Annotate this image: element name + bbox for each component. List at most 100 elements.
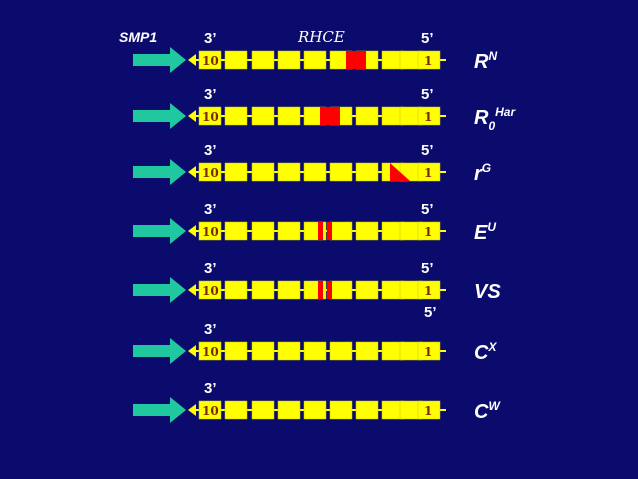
exon-box (224, 221, 248, 241)
mutation-highlight (390, 163, 410, 181)
exon-box (251, 50, 275, 70)
exon-box (303, 50, 327, 70)
exon-box (417, 400, 441, 420)
exon-10-label: 10 (202, 166, 219, 180)
promoter-arrow (133, 47, 186, 73)
exon-box (277, 400, 301, 420)
exon-box (224, 50, 248, 70)
end-5-label: 5’ (421, 86, 434, 103)
exon-1-label: 1 (424, 284, 432, 298)
mutation-highlight (346, 51, 366, 69)
mutation-stripe (327, 222, 332, 240)
direction-triangle-icon (188, 345, 196, 357)
exon-box (355, 280, 379, 300)
exon-box (355, 400, 379, 420)
direction-triangle-icon (188, 54, 196, 66)
exon-box (251, 221, 275, 241)
exon-10-label: 10 (202, 404, 219, 418)
exon-box (303, 400, 327, 420)
allele-name: VS (474, 281, 501, 303)
exon-1-label: 1 (424, 404, 432, 418)
mutation-stripe (327, 281, 332, 299)
end-3-label: 3’ (204, 380, 217, 397)
allele-row: 10 1 3’ CX (133, 321, 497, 364)
exon-box (224, 341, 248, 361)
exon-box (417, 162, 441, 182)
allele-row: 10 1 3’ 5’ RN (133, 30, 497, 73)
allele-name: CX (474, 340, 497, 364)
smp1-label: SMP1 (119, 29, 157, 45)
exon-box (251, 400, 275, 420)
promoter-arrow (133, 218, 186, 244)
exon-box (224, 400, 248, 420)
exon-box (329, 400, 353, 420)
mutation-stripe (318, 281, 323, 299)
allele-row: 10 1 3’ 5’ EU (133, 201, 496, 244)
exon-box (224, 162, 248, 182)
allele-name: EU (474, 220, 496, 244)
allele-name: rG (474, 161, 491, 185)
exon-box (277, 162, 301, 182)
exon-box (277, 280, 301, 300)
allele-name: RN (474, 49, 497, 73)
exon-box (355, 106, 379, 126)
promoter-arrow (133, 397, 186, 423)
promoter-arrow (133, 338, 186, 364)
exon-1-label: 1 (424, 110, 432, 124)
exon-box (277, 221, 301, 241)
exon-10-label: 10 (202, 345, 219, 359)
exon-1-label: 1 (424, 345, 432, 359)
exon-box (198, 162, 222, 182)
exon-1-label: 1 (424, 54, 432, 68)
exon-box (417, 280, 441, 300)
allele-name: R0Har (474, 105, 516, 133)
exon-10-label: 10 (202, 225, 219, 239)
exon-1-label: 1 (424, 225, 432, 239)
direction-triangle-icon (188, 225, 196, 237)
exon-box (251, 341, 275, 361)
exon-box (198, 50, 222, 70)
exon-box (329, 280, 353, 300)
exon-box (277, 341, 301, 361)
exon-box (303, 341, 327, 361)
exon-10-label: 10 (202, 54, 219, 68)
end-5-label: 5’ (421, 201, 434, 218)
end-5-label-extra: 5’ (424, 304, 437, 321)
end-5-label: 5’ (421, 260, 434, 277)
rhce-gene-label: RHCE (297, 28, 345, 46)
promoter-arrow (133, 277, 186, 303)
end-3-label: 3’ (204, 321, 217, 338)
exon-10-label: 10 (202, 284, 219, 298)
end-5-label: 5’ (421, 142, 434, 159)
exon-box (251, 162, 275, 182)
exon-box (277, 50, 301, 70)
exon-box (303, 162, 327, 182)
allele-row: 10 1 3’ 5’ rG (133, 142, 491, 185)
exon-box (198, 341, 222, 361)
exon-box (329, 341, 353, 361)
exon-box (329, 221, 353, 241)
promoter-arrow (133, 159, 186, 185)
end-3-label: 3’ (204, 142, 217, 159)
exon-box (224, 106, 248, 126)
exon-box (198, 106, 222, 126)
direction-triangle-icon (188, 166, 196, 178)
mutation-highlight (320, 107, 340, 125)
exon-box (251, 106, 275, 126)
exon-box (417, 50, 441, 70)
end-5-label: 5’ (421, 30, 434, 47)
exon-box (224, 280, 248, 300)
direction-triangle-icon (188, 284, 196, 296)
exon-box (198, 280, 222, 300)
end-3-label: 3’ (204, 30, 217, 47)
direction-triangle-icon (188, 110, 196, 122)
exon-box (417, 221, 441, 241)
mutation-stripe (318, 222, 323, 240)
end-3-label: 3’ (204, 201, 217, 218)
exon-box (355, 162, 379, 182)
exon-1-label: 1 (424, 166, 432, 180)
allele-name: CW (474, 399, 501, 423)
